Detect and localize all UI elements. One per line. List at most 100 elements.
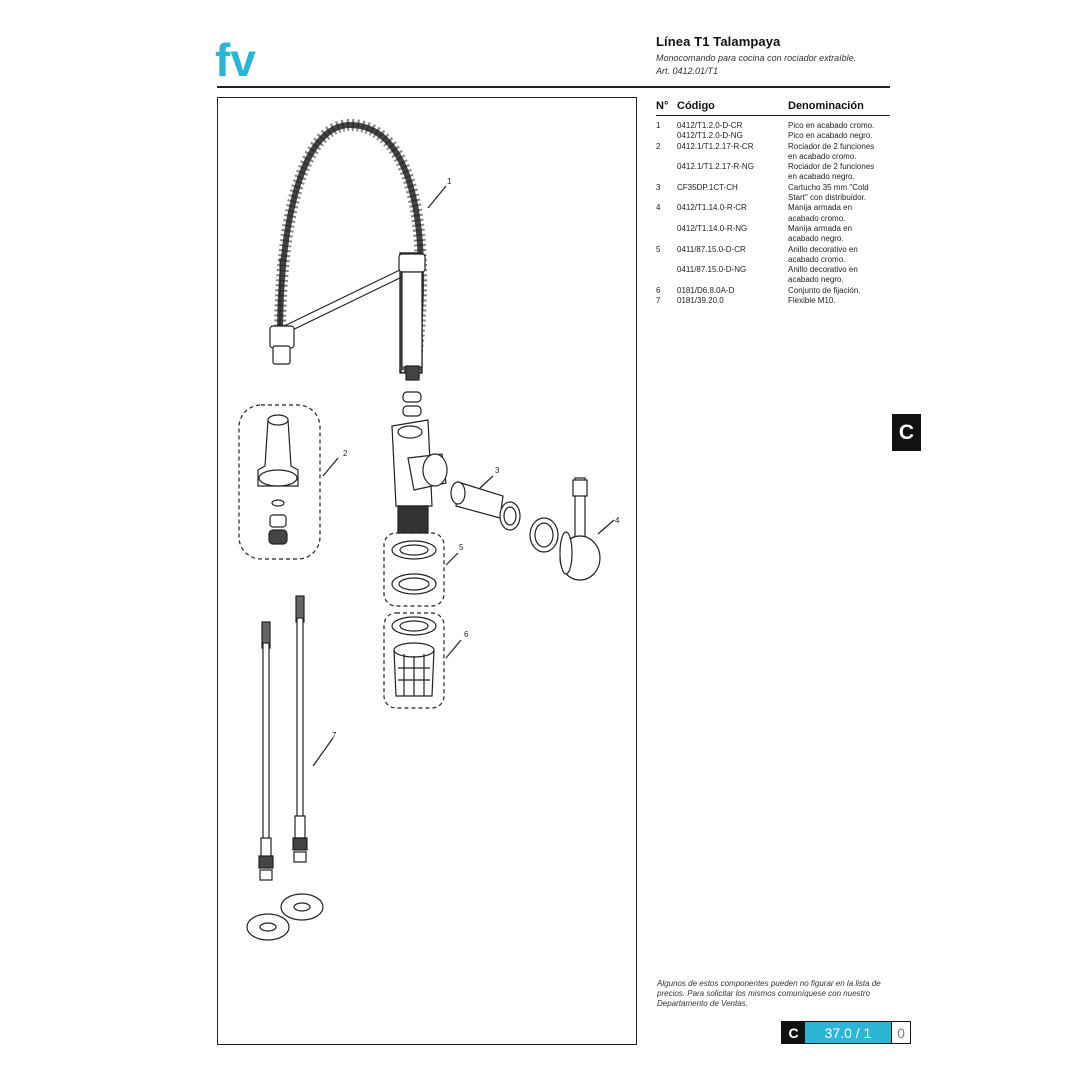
part-number (656, 255, 677, 265)
part-code: 0181/39.20.0 (677, 296, 724, 306)
page-code-letter: C (782, 1022, 805, 1043)
fv-logo: fv (215, 36, 256, 84)
exploded-diagram: 1 2 3 4 5 6 7 (217, 97, 637, 1045)
part-description: Conjunto de fijación. (788, 285, 861, 295)
header-description: Denominación (788, 100, 864, 112)
part-code (677, 255, 788, 265)
part-description: Cartucho 35 mm "Cold (788, 182, 869, 192)
part-code: 0412/T1.14.0-R-NG (677, 223, 748, 233)
table-row: 0412.1/T1.2.17-R-NG Rociador de 2 funcion… (656, 162, 890, 172)
body-part (391, 391, 448, 534)
callout-4: 4 (615, 516, 620, 525)
part-number: 6 (656, 285, 661, 295)
sprayer-part (238, 404, 339, 560)
part-description: Rociador de 2 funciones (788, 162, 875, 172)
part-number (656, 224, 677, 234)
part-number (656, 275, 677, 285)
part-description: Rociador de 2 funciones (788, 141, 875, 151)
part-description: Pico en acabado negro. (788, 131, 873, 141)
header-number: N° (656, 100, 669, 112)
part-description: Manija armada en (788, 223, 853, 233)
part-code: 0181/D6.8.0A-D (677, 285, 735, 295)
part-description: en acabado cromo. (788, 151, 857, 161)
table-row: 3 CF35DP.1CT-CH Cartucho 35 mm "Cold (656, 183, 890, 193)
part-number (656, 193, 677, 203)
part-number: 3 (656, 182, 661, 192)
part-description: Start" con distribuidor. (788, 193, 866, 203)
footnote: Algunos de estos componentes pueden no f… (657, 979, 881, 1008)
callout-1: 1 (447, 177, 452, 186)
washer-parts (246, 893, 324, 941)
part-number (656, 172, 677, 182)
callout-7: 7 (332, 731, 337, 740)
part-number (656, 234, 677, 244)
part-code: 0412.1/T1.2.17-R-NG (677, 162, 754, 172)
table-row: 7 0181/39.20.0 Flexible M10. (656, 296, 890, 306)
page-title: Línea T1 Talampaya (656, 34, 781, 49)
header-code: Código (677, 100, 715, 112)
part-number (656, 131, 677, 141)
part-description: en acabado negro. (788, 172, 855, 182)
table-row: acabado negro. (656, 275, 890, 285)
part-code (677, 275, 788, 285)
part-code: 0411/87.15.0-D-NG (677, 265, 747, 275)
part-description: Flexible M10. (788, 296, 836, 306)
table-row: 1 0412/T1.2.0-D-CR Pico en acabado cromo. (656, 121, 890, 131)
handle-part (529, 477, 615, 581)
table-row: 0412/T1.14.0-R-NG Manija armada en (656, 224, 890, 234)
part-number (656, 214, 677, 224)
part-code: 0411/87.15.0-D-CR (677, 244, 746, 254)
part-code (677, 214, 788, 224)
callout-6: 6 (464, 630, 469, 639)
table-row: Start" con distribuidor. (656, 193, 890, 203)
header: Línea T1 Talampaya Monocomando para coci… (656, 34, 896, 76)
part-code (677, 152, 788, 162)
parts-table: N° Código Denominación 1 0412/T1.2.0-D-CR… (656, 100, 890, 306)
part-code (677, 172, 788, 182)
part-number (656, 162, 677, 172)
callout-3: 3 (495, 466, 500, 475)
part-description: Pico en acabado cromo. (788, 121, 875, 130)
callout-5: 5 (459, 543, 464, 552)
page-code: C 37.0 / 1 0 (781, 1021, 911, 1044)
table-row: 5 0411/87.15.0-D-CR Anillo decorativo en (656, 245, 890, 255)
table-row: acabado cromo. (656, 214, 890, 224)
part-code (677, 193, 788, 203)
table-row: en acabado cromo. (656, 152, 890, 162)
table-row: acabado cromo. (656, 255, 890, 265)
spout-part (269, 118, 428, 381)
part-number: 2 (656, 141, 661, 151)
part-code: 0412/T1.2.0-D-CR (677, 121, 743, 130)
fixing-set-part (383, 612, 462, 709)
table-row: en acabado negro. (656, 172, 890, 182)
part-number: 1 (656, 121, 661, 130)
table-row: 6 0181/D6.8.0A-D Conjunto de fijación. (656, 286, 890, 296)
part-description: Anillo decorativo en (788, 265, 858, 275)
part-code: 0412/T1.14.0-R-CR (677, 203, 747, 213)
page-code-number: 37.0 / 1 (805, 1022, 891, 1043)
section-tab: C (892, 414, 921, 451)
part-number: 5 (656, 244, 661, 254)
faucet-exploded-view: 1 2 3 4 5 6 7 (238, 118, 620, 941)
table-row: 4 0412/T1.14.0-R-CR Manija armada en (656, 203, 890, 213)
part-description: acabado cromo. (788, 254, 846, 264)
part-code: CF35DP.1CT-CH (677, 182, 738, 192)
flexible-hose-part (258, 595, 334, 881)
parts-table-body: 1 0412/T1.2.0-D-CR Pico en acabado cromo. 0… (656, 121, 890, 306)
callout-2: 2 (343, 449, 348, 458)
part-description: acabado negro. (788, 234, 844, 244)
part-code: 0412/T1.2.0-D-NG (677, 131, 743, 141)
part-description: Anillo decorativo en (788, 244, 858, 254)
part-number (656, 152, 677, 162)
cartridge-part (450, 475, 521, 531)
part-description: Manija armada en (788, 203, 853, 213)
part-number: 4 (656, 203, 661, 213)
table-row: acabado negro. (656, 234, 890, 244)
header-divider (217, 86, 890, 88)
page-subtitle: Monocomando para cocina con rociador ext… (656, 53, 857, 63)
part-number: 7 (656, 296, 661, 306)
logo-text: fv (215, 36, 256, 84)
part-description: acabado negro. (788, 275, 844, 285)
part-number (656, 265, 677, 275)
